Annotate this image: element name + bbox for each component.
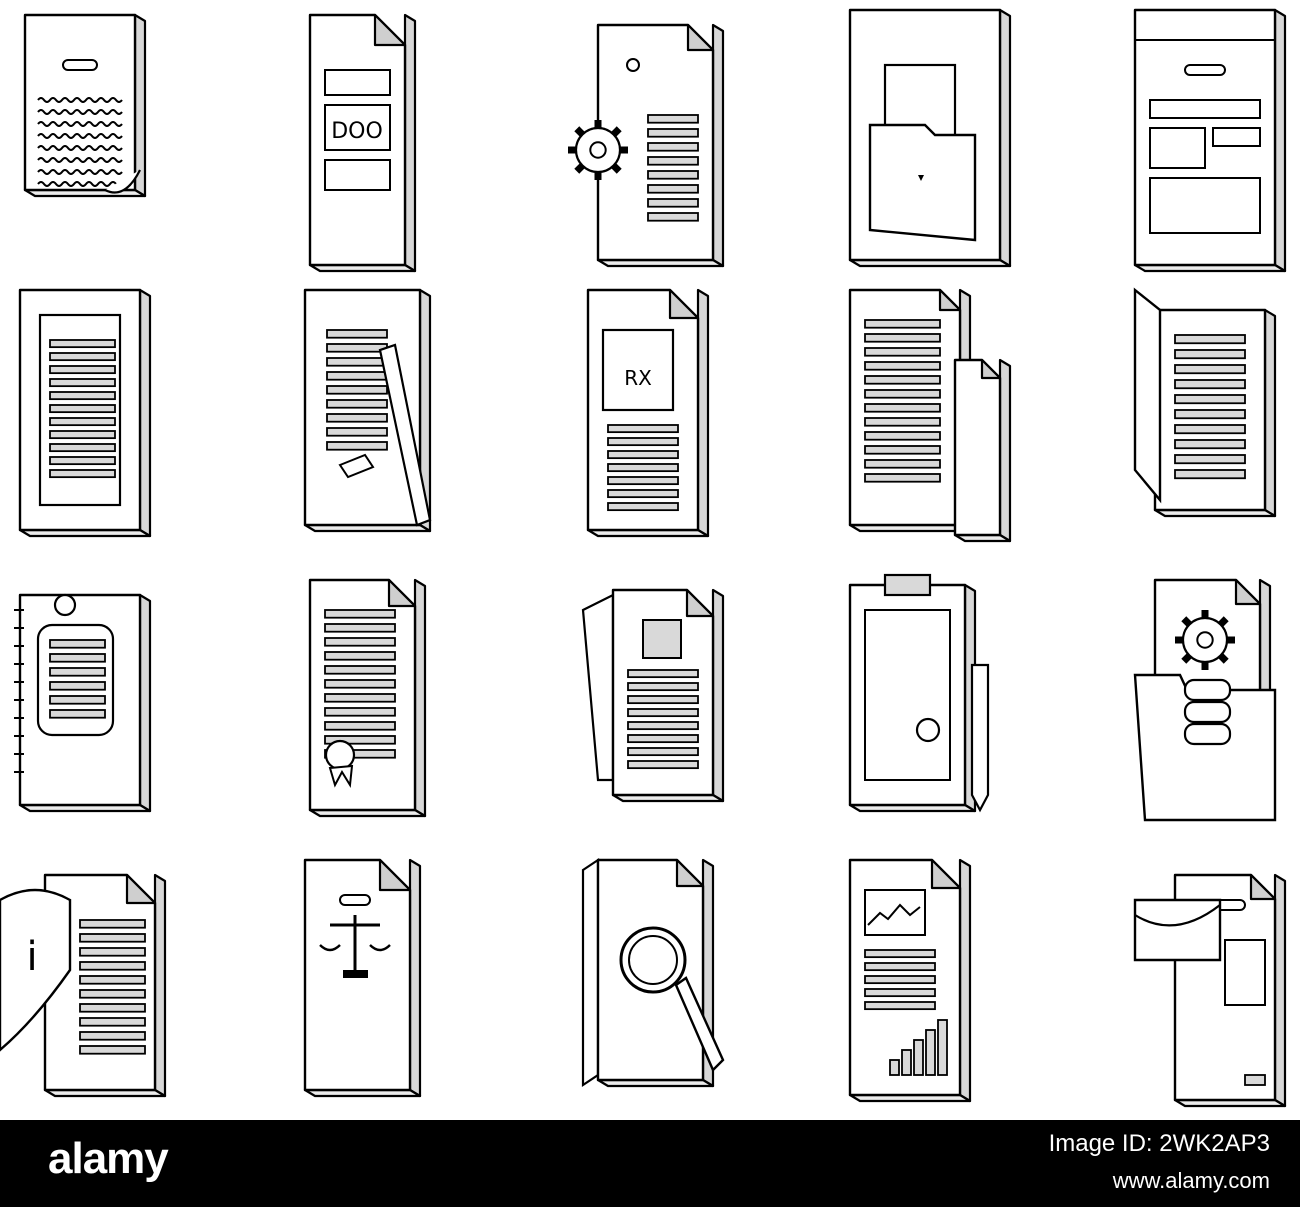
info-shield-document-icon: i — [0, 873, 167, 1098]
legal-scales-document-icon — [303, 858, 422, 1098]
svg-text:RX: RX — [624, 366, 652, 390]
svg-text:i: i — [26, 934, 37, 980]
document-settings-icon — [568, 23, 725, 268]
svg-text:DOO: DOO — [331, 119, 383, 144]
prescription-document-icon: RX — [586, 288, 710, 538]
stock-footer-bar: alamy Image ID: 2WK2AP3 www.alamy.com — [0, 1120, 1300, 1207]
certificate-scroll-icon — [308, 578, 427, 818]
stacked-folder-document-icon — [581, 588, 725, 803]
notepad-clip-icon — [14, 593, 152, 813]
clipboard-pencil-icon — [848, 573, 990, 813]
icon-grid-canvas: DOO RX i — [0, 8, 1287, 1108]
handwritten-page-icon — [23, 13, 147, 198]
document-cutout-icon — [848, 288, 1012, 543]
web-page-layout-icon — [1133, 8, 1287, 273]
magnifier-document-icon — [581, 857, 725, 1088]
database-folder-icon — [1133, 578, 1277, 822]
signed-document-pen-icon — [303, 288, 432, 533]
open-door-document-icon — [1133, 287, 1277, 518]
envelope-document-icon — [1133, 873, 1287, 1108]
icon-grid: DOO RX i — [0, 8, 1287, 1108]
report-chart-document-icon — [848, 858, 972, 1103]
site-url-label: www.alamy.com — [1112, 1168, 1270, 1193]
doc-file-icon: DOO — [308, 13, 417, 273]
alamy-logo: alamy — [48, 1134, 169, 1183]
image-id-label: Image ID: 2WK2AP3 — [1048, 1130, 1270, 1157]
framed-text-document-icon — [18, 288, 152, 538]
folder-documents-icon — [848, 8, 1012, 268]
